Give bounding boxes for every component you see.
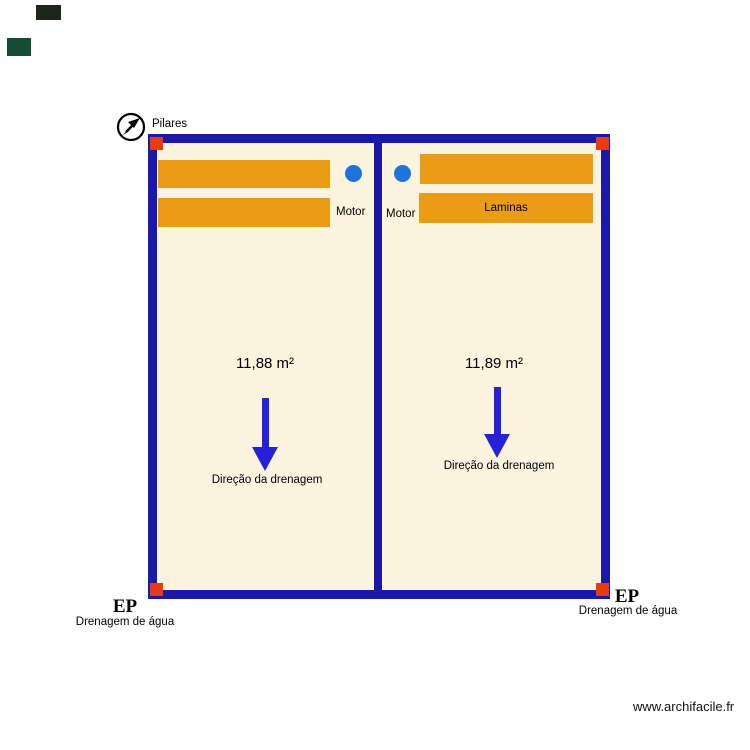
motor-dot-left[interactable] — [345, 165, 362, 182]
lamina-slat[interactable] — [158, 160, 330, 188]
pillar-marker-top-left[interactable] — [150, 137, 163, 150]
motor-label-left: Motor — [336, 206, 366, 218]
ep-label-right: EP — [614, 586, 640, 607]
drainage-label-right: Direção da drenagem — [443, 460, 555, 472]
ep-sublabel-right: Drenagem de água — [578, 605, 678, 617]
arrow-shaft — [493, 387, 501, 435]
room-area-left: 11,88 m² — [235, 355, 295, 372]
ep-sublabel-left: Drenagem de água — [75, 616, 175, 628]
motor-label-right: Motor — [386, 208, 416, 220]
archifacile-watermark-link[interactable]: www.archifacile.fr — [633, 699, 735, 714]
drainage-label-left: Direção da drenagem — [211, 474, 323, 486]
wall-divider[interactable] — [374, 143, 382, 590]
room-area-right: 11,89 m² — [464, 355, 524, 372]
color-swatch-artifact-dark — [36, 5, 61, 20]
lamina-slat-labeled[interactable]: Laminas — [419, 193, 593, 223]
laminas-label: Laminas — [484, 202, 528, 214]
lamina-slat[interactable] — [420, 154, 593, 184]
pillar-marker-bottom-right[interactable] — [596, 583, 609, 596]
north-compass-icon[interactable] — [116, 112, 146, 142]
ep-label-left: EP — [112, 596, 138, 617]
arrow-shaft — [261, 398, 269, 448]
drainage-arrow-left[interactable] — [251, 398, 279, 471]
pillar-marker-top-right[interactable] — [596, 137, 609, 150]
pillar-marker-bottom-left[interactable] — [150, 583, 163, 596]
pilares-legend-label: Pilares — [152, 118, 188, 130]
lamina-slat[interactable] — [158, 198, 330, 227]
arrow-head — [484, 434, 510, 458]
color-swatch-artifact-green — [7, 38, 31, 56]
arrow-head — [252, 447, 278, 471]
drainage-arrow-right[interactable] — [483, 387, 511, 458]
motor-dot-right[interactable] — [394, 165, 411, 182]
